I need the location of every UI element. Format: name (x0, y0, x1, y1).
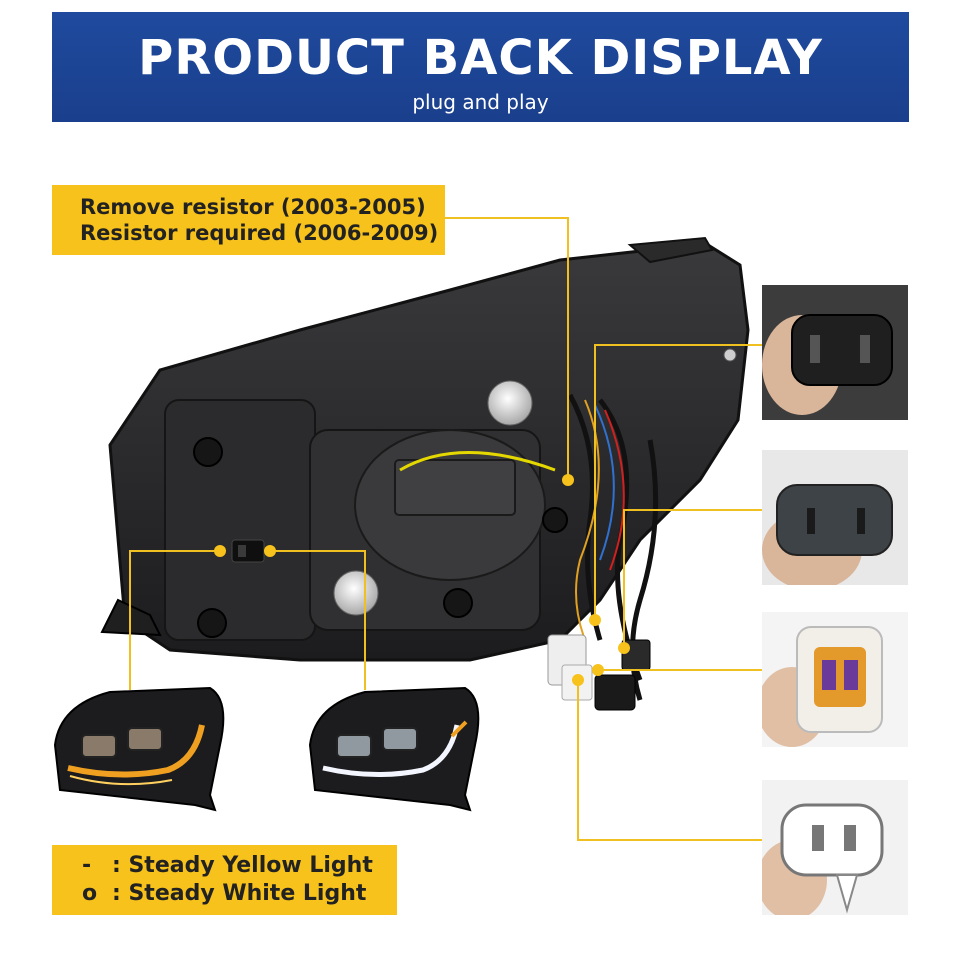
callout-dot-switch-left (214, 545, 226, 557)
connector-photo-4 (762, 780, 908, 915)
connector-photo-3 (762, 612, 908, 747)
resistor-note-line-1: Remove resistor (2003-2005) (80, 195, 426, 219)
connector-photo-1 (762, 285, 908, 420)
light-legend: -: Steady Yellow Light o : Steady White L… (52, 845, 397, 915)
legend-yellow-symbol: - (82, 853, 92, 878)
resistor-note: Remove resistor (2003-2005) Resistor req… (52, 185, 445, 255)
callout-dot-connector-4 (572, 674, 584, 686)
legend-yellow-label: : Steady Yellow Light (112, 853, 373, 878)
headlight-yellow-light (53, 686, 225, 812)
title-banner: PRODUCT BACK DISPLAY plug and play (52, 12, 909, 122)
legend-white-symbol: o (82, 881, 98, 906)
legend-row-yellow: -: Steady Yellow Light (82, 855, 373, 877)
page-title: PRODUCT BACK DISPLAY (138, 30, 823, 86)
black-2pin-connector-icon (791, 314, 893, 386)
callout-dot-connector-3 (592, 664, 604, 676)
callout-dot-connector-1 (589, 614, 601, 626)
callout-dot-connector-2 (618, 642, 630, 654)
legend-row-white: o : Steady White Light (82, 883, 366, 905)
resistor-note-line-2: Resistor required (2006-2009) (80, 221, 439, 245)
white-2pin-connector-icon (780, 803, 884, 877)
callout-dot-switch-right (264, 545, 276, 557)
black-2pin-connector-icon (776, 484, 893, 556)
legend-white-label: : Steady White Light (112, 881, 367, 906)
callout-dot-resistor (562, 474, 574, 486)
page-subtitle: plug and play (412, 90, 549, 114)
connector-photo-2 (762, 450, 908, 585)
headlight-white-light (308, 686, 480, 812)
